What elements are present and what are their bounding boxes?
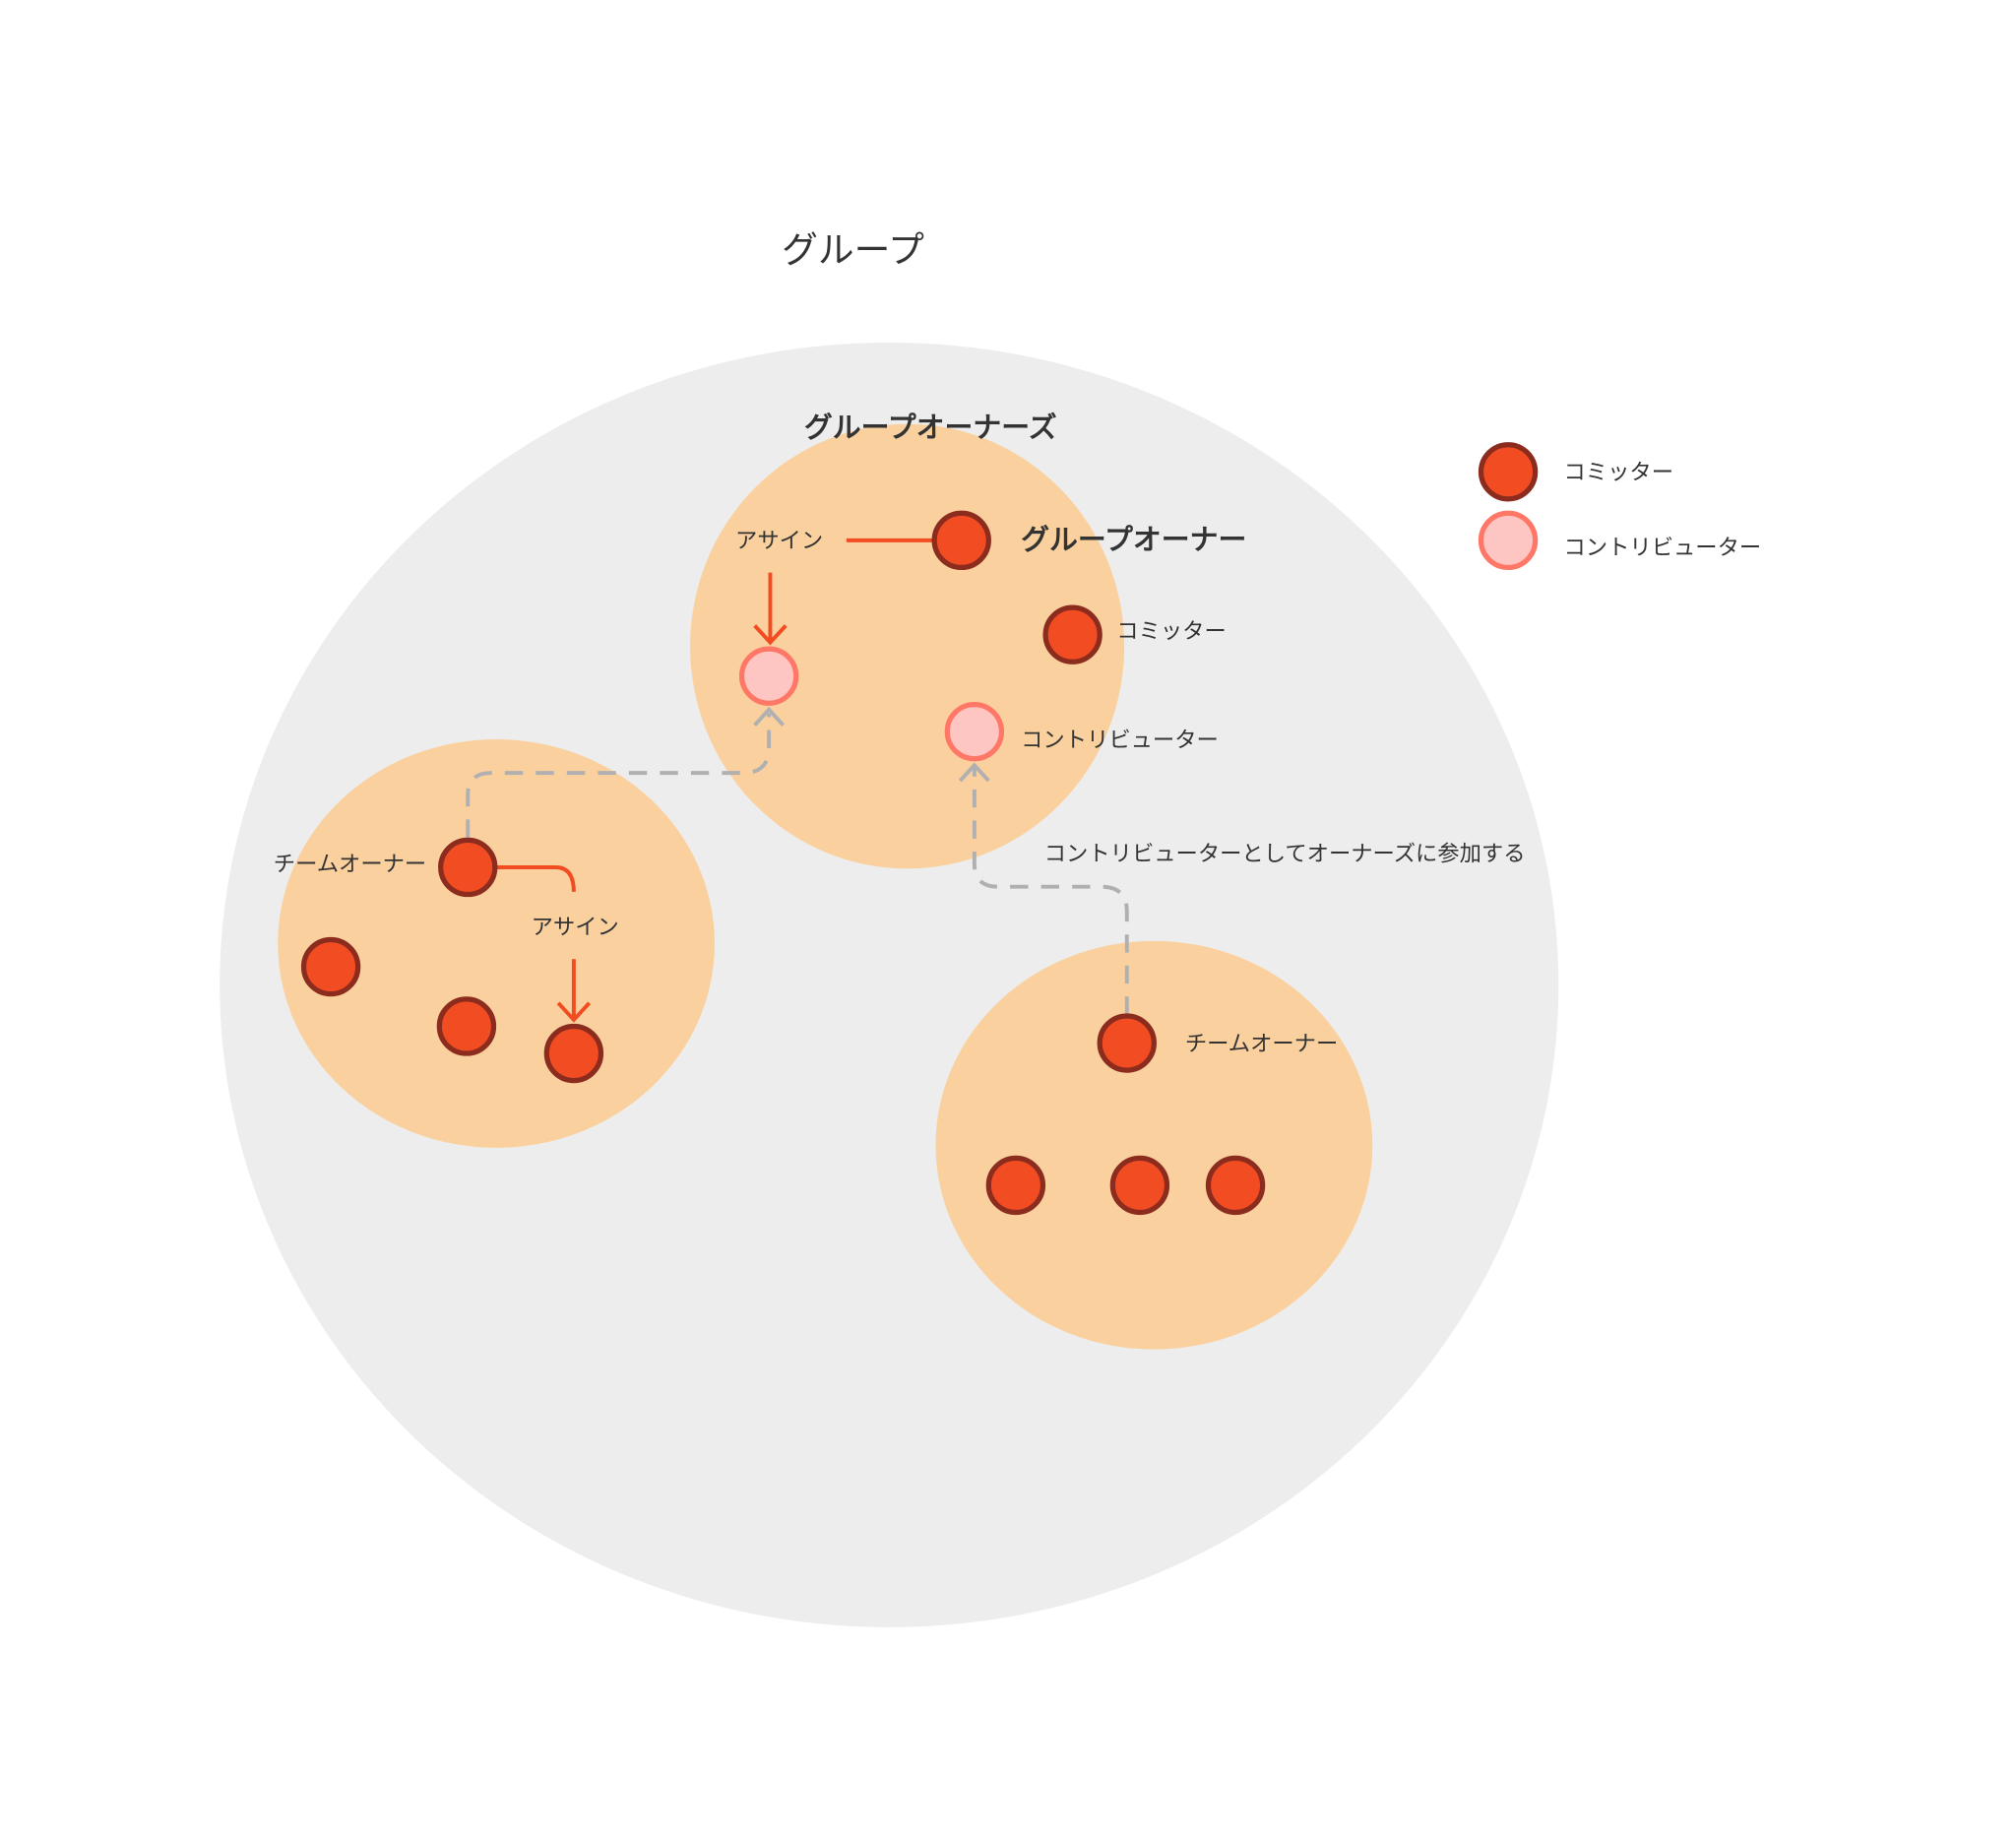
- legend-contributor-icon: [1478, 510, 1539, 571]
- join-arrowhead-icon: [753, 706, 786, 727]
- team-left-owner-label: チームオーナー: [274, 852, 426, 877]
- team-right-owner-label: チームオーナー: [1185, 1031, 1338, 1056]
- committer-node: [1205, 1155, 1266, 1216]
- group-owner-node: [931, 510, 991, 571]
- join-dashed-line: [972, 767, 1129, 1015]
- group-title: グループ: [782, 229, 924, 272]
- group-owner-label: グループオーナー: [1021, 523, 1246, 556]
- contributor-node: [944, 701, 1005, 762]
- legend-committer-icon: [1478, 442, 1539, 502]
- committer-node: [436, 996, 497, 1056]
- assign-arrowhead-icon: [556, 1001, 592, 1023]
- legend-contributor-label: コントリビューター: [1564, 535, 1762, 560]
- team-left-area: [278, 739, 715, 1148]
- team-owner-node: [438, 837, 498, 898]
- team-right-area: [935, 940, 1373, 1350]
- committer-label: コミッター: [1116, 619, 1227, 645]
- legend-committer-label: コミッター: [1564, 460, 1674, 485]
- join-arrowhead-icon: [958, 762, 990, 783]
- committer-node: [985, 1155, 1046, 1216]
- committer-node: [1109, 1155, 1170, 1216]
- team-left-link-line: [496, 865, 576, 892]
- assign-arrowhead-icon: [753, 624, 788, 646]
- committer-node: [1042, 604, 1102, 665]
- committer-node: [300, 936, 361, 997]
- owners-area: [690, 423, 1125, 869]
- owners-assign-label: アサイン: [735, 529, 823, 554]
- contributor-label: コントリビューター: [1021, 728, 1219, 753]
- legend: コミッター コントリビューター: [1478, 442, 1762, 571]
- team-owner-node: [1097, 1013, 1157, 1073]
- team-left-assign-label: アサイン: [532, 915, 619, 940]
- owners-title: グループオーナーズ: [804, 411, 1057, 444]
- join-label: コントリビューターとしてオーナーズに参加する: [1044, 841, 1526, 866]
- committer-node: [543, 1023, 604, 1084]
- contributor-node: [738, 646, 799, 706]
